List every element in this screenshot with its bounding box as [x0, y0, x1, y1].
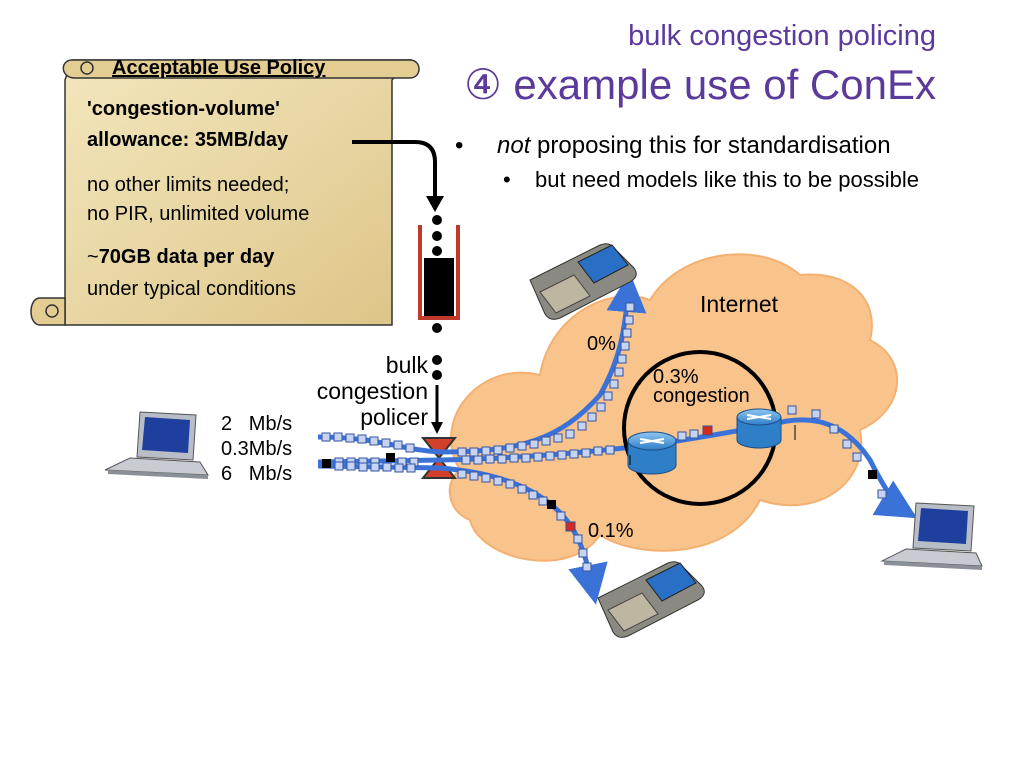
- bottom-path-congestion: 0.1%: [588, 520, 634, 542]
- router-congestion-word: congestion: [653, 385, 750, 407]
- slide-title: ④ example use of ConEx: [464, 61, 936, 108]
- sub-bullet-text: but need models like this to be possible: [535, 167, 920, 192]
- policy-arrowhead: [426, 196, 444, 212]
- rate-label-1: 2 Mb/s: [221, 413, 293, 435]
- rate-label-3: 6 Mb/s: [221, 463, 293, 485]
- scroll-icon: [30, 59, 420, 326]
- bullet-emphasis: not: [497, 132, 531, 159]
- allowance-line-1: 'congestion-volume': [87, 98, 280, 120]
- policer-label-line-1: bulk: [385, 352, 428, 378]
- internet-cloud: [448, 253, 899, 562]
- black-packets: [322, 453, 877, 509]
- volume-prefix: ~: [87, 246, 99, 268]
- mobile-phone-icon: [529, 243, 637, 320]
- bullet-dot-icon: •: [455, 132, 464, 159]
- bullet-dot-icon: •: [503, 167, 511, 192]
- rate-label-2: 0.3Mb/s: [221, 438, 293, 460]
- policy-to-bucket-arrow: [352, 140, 437, 198]
- no-limits-line-2: no PIR, unlimited volume: [87, 203, 310, 225]
- volume-line-2: under typical conditions: [87, 278, 297, 300]
- volume-amount: 70GB data per day: [98, 246, 275, 268]
- red-marked-packets: [565, 425, 713, 532]
- laptop-icon: [880, 502, 983, 570]
- sub-bullet-item: • but need models like this to be possibl…: [503, 167, 919, 193]
- slide-subtitle: bulk congestion policing: [628, 20, 936, 52]
- top-path-congestion: 0%: [587, 333, 616, 355]
- volume-line-1: ~70GB data per day: [87, 246, 274, 269]
- bullet-text: proposing this for standardisation: [530, 132, 891, 159]
- policer-label-line-3: policer: [360, 404, 428, 430]
- router-link-ticks: [629, 425, 796, 465]
- policer-label-line-2: congestion: [316, 378, 428, 404]
- router-congestion-percent: 0.3%: [653, 366, 699, 388]
- policy-title: Acceptable Use Policy: [112, 57, 326, 79]
- allowance-line-2: allowance: 35MB/day: [87, 129, 289, 151]
- token-bucket-icon: [418, 215, 460, 434]
- laptop-icon: [104, 411, 209, 479]
- packet-stream: [321, 302, 887, 572]
- bullet-item: • not proposing this for standardisation: [455, 132, 891, 160]
- internet-label: Internet: [700, 291, 778, 317]
- no-limits-line-1: no other limits needed;: [87, 174, 290, 196]
- router-icon: [627, 431, 677, 475]
- router-icon: [736, 408, 782, 449]
- mobile-phone-icon: [597, 561, 705, 638]
